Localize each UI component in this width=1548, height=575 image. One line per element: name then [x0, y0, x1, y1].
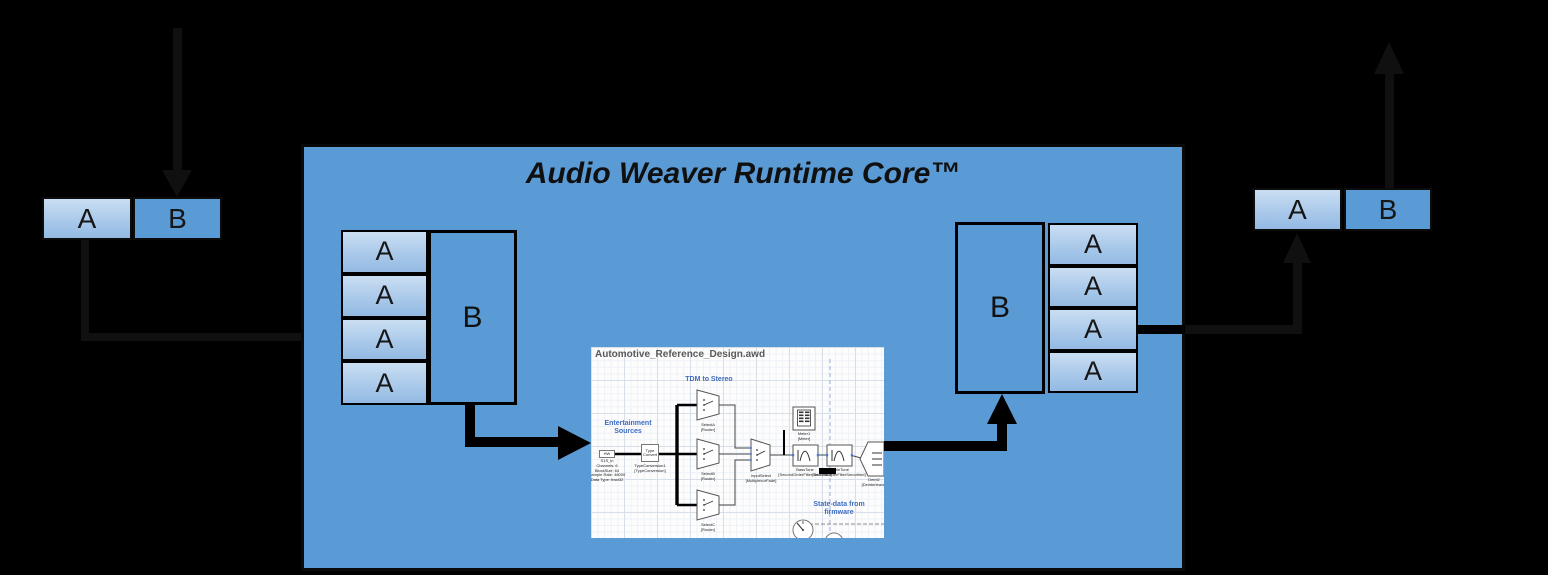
select-a-caption: SelectA [Router] — [688, 422, 728, 433]
awd-designer-screenshot: Automotive_Reference_Design.awd — [591, 347, 884, 538]
hw-line: Channels: 6 — [596, 462, 618, 468]
arrow-shaft — [465, 403, 475, 444]
bass-tone-caption: BassTone [SecondOrderFilterSmoothed] — [775, 467, 835, 478]
arrow-shaft — [173, 28, 182, 172]
block-name: TrebleTone — [829, 467, 849, 472]
arrow-head-up-icon — [987, 394, 1017, 424]
input-buffer-cell-4: A — [341, 361, 428, 405]
output-buffer-stack: A A A A — [1048, 223, 1138, 393]
select-c-caption: SelectC [Router] — [688, 522, 728, 533]
entertainment-sources-label: Entertainment Sources — [599, 420, 657, 436]
label-line: firmware — [824, 509, 854, 516]
output-pair-a-cell: A — [1253, 188, 1342, 231]
input-b-label: B — [462, 300, 483, 334]
awd-diagram-graphics — [615, 359, 884, 538]
input-buffer-stack: A A A A — [341, 230, 428, 405]
hw-line: Data Type: fract32 — [591, 477, 624, 483]
arrow-shaft — [1185, 325, 1298, 334]
awd-title: Automotive_Reference_Design.awd — [595, 349, 766, 360]
label-highlight-box — [819, 468, 836, 474]
meter-caption: Meter1 [Meter] — [784, 431, 824, 442]
select-c-router-shape — [696, 489, 720, 521]
select-b-caption: SelectB [Router] — [688, 471, 728, 482]
arrow-head-up-icon — [1374, 42, 1404, 74]
arrow-shaft — [1385, 74, 1394, 188]
output-buffer-cell-4: A — [1048, 350, 1138, 393]
output-pair-b-label: B — [1378, 193, 1398, 225]
hw-source-caption: S1S_in Channels: 6 BlockSize: 64 Sample … — [591, 458, 626, 483]
input-pair-a-cell: A — [42, 197, 132, 240]
state-dial-icons — [792, 519, 843, 538]
block-name: Meter1 — [797, 431, 811, 436]
block-name: SelectB — [701, 471, 715, 476]
meter-block-shape — [792, 406, 816, 431]
block-type: [Router] — [700, 526, 716, 532]
output-buffer-cell-2: A — [1048, 265, 1138, 308]
type-convert-caption: TypeConversion1 [TypeConversion] — [630, 463, 670, 474]
arrow-shaft — [1293, 262, 1302, 334]
block-name: BassTone — [796, 467, 814, 472]
block-name: TypeConversion1 — [634, 463, 666, 468]
arrow-head-down-icon — [162, 170, 192, 197]
state-data-label: State-data from firmware — [808, 501, 870, 517]
input-select-caption: InputSelect [MultiplexorFade] — [737, 473, 785, 484]
input-buffer-cell-1: A — [341, 230, 428, 274]
arrow-shaft — [1138, 325, 1187, 334]
hw-line: BlockSize: 64 — [594, 467, 620, 473]
block-type: [SecondOrderFilterSmoothed] — [778, 471, 832, 477]
hw-line: Sample Rate: 48000 — [591, 472, 626, 478]
output-b-label: B — [989, 291, 1010, 324]
type-convert-block: Type Convert — [641, 444, 659, 462]
arrow-shaft — [465, 437, 560, 447]
block-name: Deint2 — [868, 477, 880, 482]
arrow-shaft — [884, 441, 1007, 451]
arrow-shaft — [997, 423, 1007, 451]
block-type: [Router] — [700, 475, 716, 481]
block-name: SelectA — [701, 422, 715, 427]
output-pair-b-cell: B — [1344, 188, 1432, 231]
hw-source-block: HW — [599, 450, 615, 458]
tdm-to-stereo-label: TDM to Stereo — [685, 376, 733, 383]
block-name: InputSelect — [750, 473, 771, 478]
input-buffer-cell-2: A — [341, 273, 428, 318]
input-pair-a-label: A — [77, 202, 97, 234]
block-type: [TypeConversion] — [634, 467, 666, 473]
bass-tone-block-shape — [792, 444, 819, 467]
block-name: SelectC — [700, 522, 715, 527]
block-type: [SecondOrderFilterSmoothed] — [812, 471, 866, 477]
block-type: [Meter] — [797, 435, 811, 441]
select-a-router-shape — [696, 389, 720, 421]
input-pair-b-cell: B — [133, 197, 222, 240]
deinterleave-caption: Deint2 [Deinterleave] — [854, 477, 884, 488]
arrow-head-up-icon — [1283, 233, 1311, 263]
hw-line: S1S_in — [600, 458, 614, 463]
output-b-block: B — [955, 222, 1045, 394]
treble-tone-caption: TrebleTone [SecondOrderFilterSmoothed] — [809, 467, 869, 478]
arrow-shaft — [81, 240, 89, 337]
core-title: Audio Weaver Runtime Core™ — [525, 157, 961, 190]
output-pair-a-label: A — [1288, 193, 1307, 225]
label-line: State-data from — [813, 501, 865, 508]
label-line: Entertainment — [604, 420, 652, 427]
select-b-router-shape — [696, 438, 720, 470]
block-type: [MultiplexorFade] — [745, 477, 777, 483]
input-pair-b-label: B — [168, 202, 187, 234]
deinterleave-block-shape — [859, 441, 884, 477]
arrow-shaft — [81, 333, 312, 341]
output-buffer-cell-3: A — [1048, 308, 1138, 351]
input-b-block: B — [428, 230, 517, 405]
block-type: [Deinterleave] — [861, 481, 884, 487]
block-type: [Router] — [700, 426, 716, 432]
treble-tone-block-shape — [826, 444, 853, 467]
label-line: Sources — [614, 428, 642, 435]
input-select-shape — [750, 438, 771, 472]
arrow-head-right-icon — [558, 426, 591, 460]
output-buffer-cell-1: A — [1048, 223, 1138, 266]
input-buffer-cell-3: A — [341, 317, 428, 362]
